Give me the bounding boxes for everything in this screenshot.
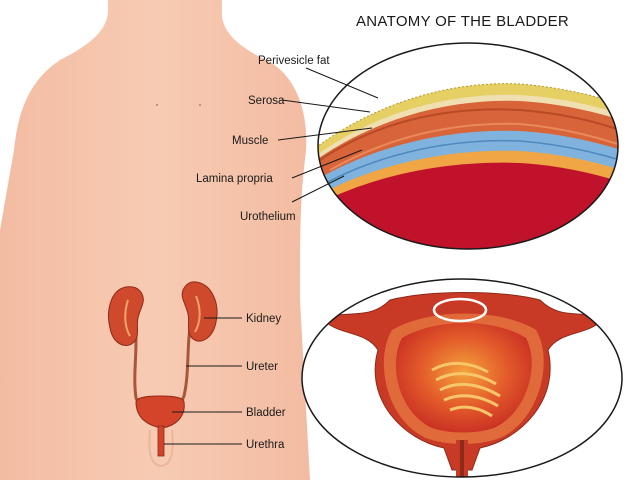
bladder-wall-inset — [317, 42, 619, 250]
label-bladder: Bladder — [246, 407, 286, 419]
label-serosa: Serosa — [248, 95, 285, 107]
wall-highlight-ring — [432, 297, 488, 323]
label-kidney: Kidney — [246, 313, 281, 325]
urethra-tube — [157, 425, 165, 457]
diagram-title: ANATOMY OF THE BLADDER — [356, 13, 569, 30]
label-lamina-propria: Lamina propria — [196, 173, 273, 185]
label-ureter: Ureter — [246, 361, 278, 373]
body-silhouette — [0, 0, 310, 480]
urinary-tract — [108, 281, 218, 468]
wall-layer-labels: Perivesicle fat Serosa Muscle Lamina pro… — [196, 55, 379, 223]
label-muscle: Muscle — [232, 135, 268, 147]
label-urothelium: Urothelium — [240, 211, 296, 223]
label-urethra: Urethra — [246, 439, 285, 451]
bladder-organ — [135, 395, 185, 429]
label-perivesicle-fat: Perivesicle fat — [258, 55, 330, 67]
bladder-cross-section-inset — [301, 278, 623, 478]
urinary-tract-labels: Kidney Ureter Bladder Urethra — [164, 313, 286, 451]
